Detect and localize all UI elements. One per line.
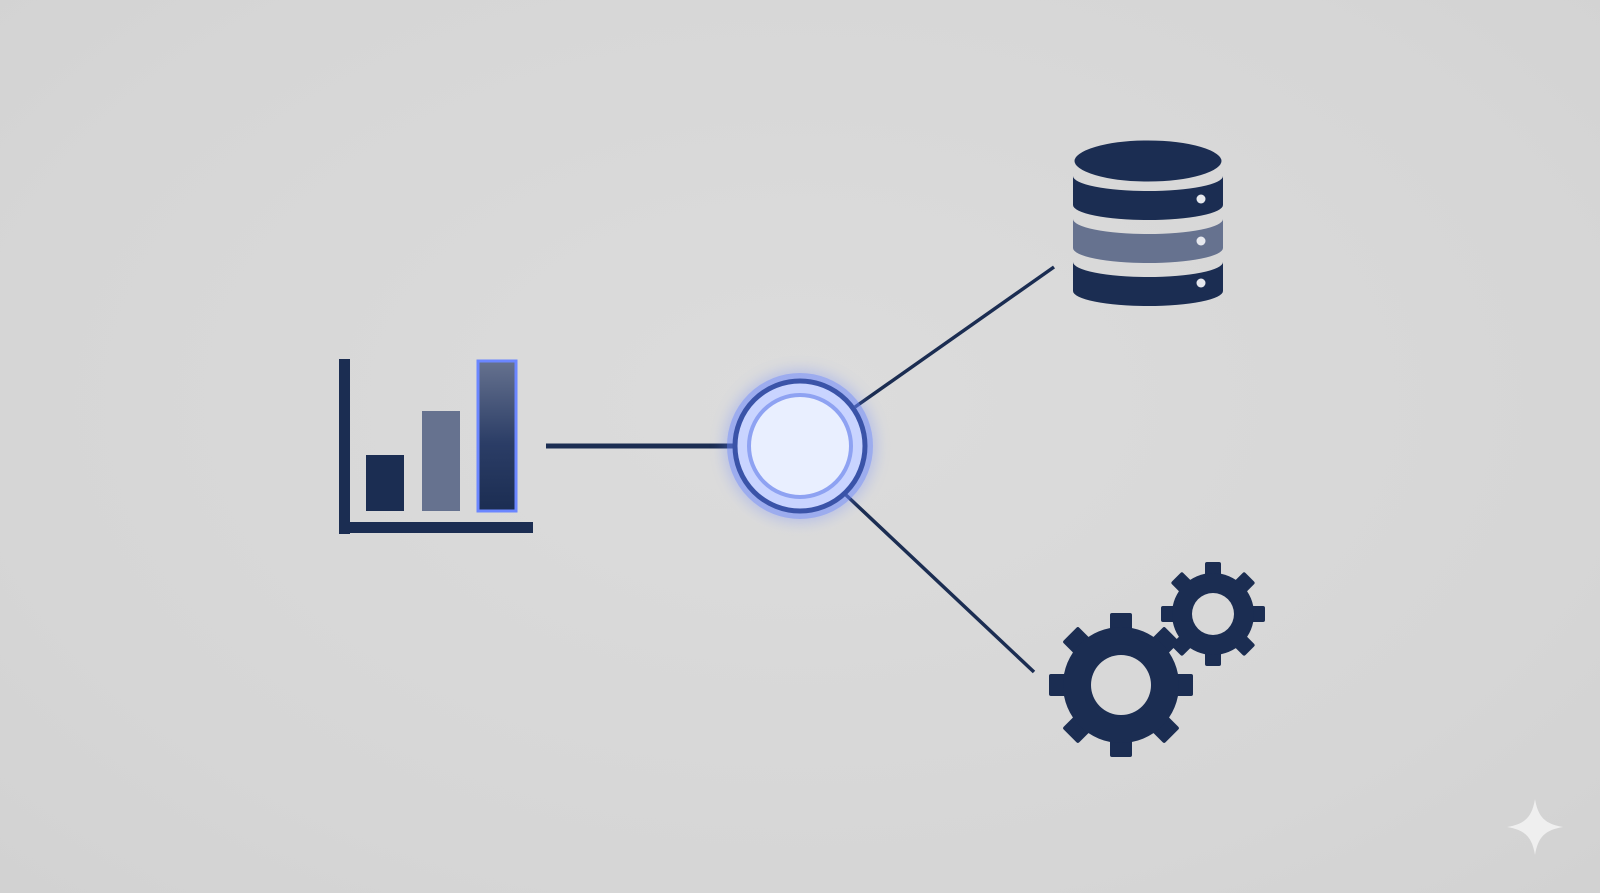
database-dot-3 xyxy=(1196,278,1206,288)
database-dot-2 xyxy=(1196,236,1206,246)
sparkle-icon xyxy=(1507,799,1563,855)
gears-icon xyxy=(1049,562,1265,757)
edge-hub-database xyxy=(853,265,1056,409)
database-disk-top xyxy=(1073,176,1223,220)
connection-lines xyxy=(546,265,1056,674)
hub-inner-circle xyxy=(747,393,853,499)
database-disk-middle xyxy=(1073,219,1223,263)
chart-axis-y xyxy=(339,359,350,534)
database-icon xyxy=(1071,137,1225,306)
bar-chart-icon xyxy=(339,359,533,534)
chart-bar-1 xyxy=(366,455,404,511)
chart-bar-3 xyxy=(476,359,518,513)
database-cap xyxy=(1071,137,1225,185)
chart-bar-2 xyxy=(422,411,460,511)
hub-glow xyxy=(727,373,873,519)
large-gear-icon xyxy=(1049,613,1193,757)
small-gear-icon xyxy=(1161,562,1265,666)
chart-axis-x xyxy=(339,522,533,533)
database-disk-bottom xyxy=(1073,262,1223,306)
database-dot-1 xyxy=(1196,194,1206,204)
hub-node xyxy=(727,373,873,519)
edge-hub-settings xyxy=(844,493,1036,674)
